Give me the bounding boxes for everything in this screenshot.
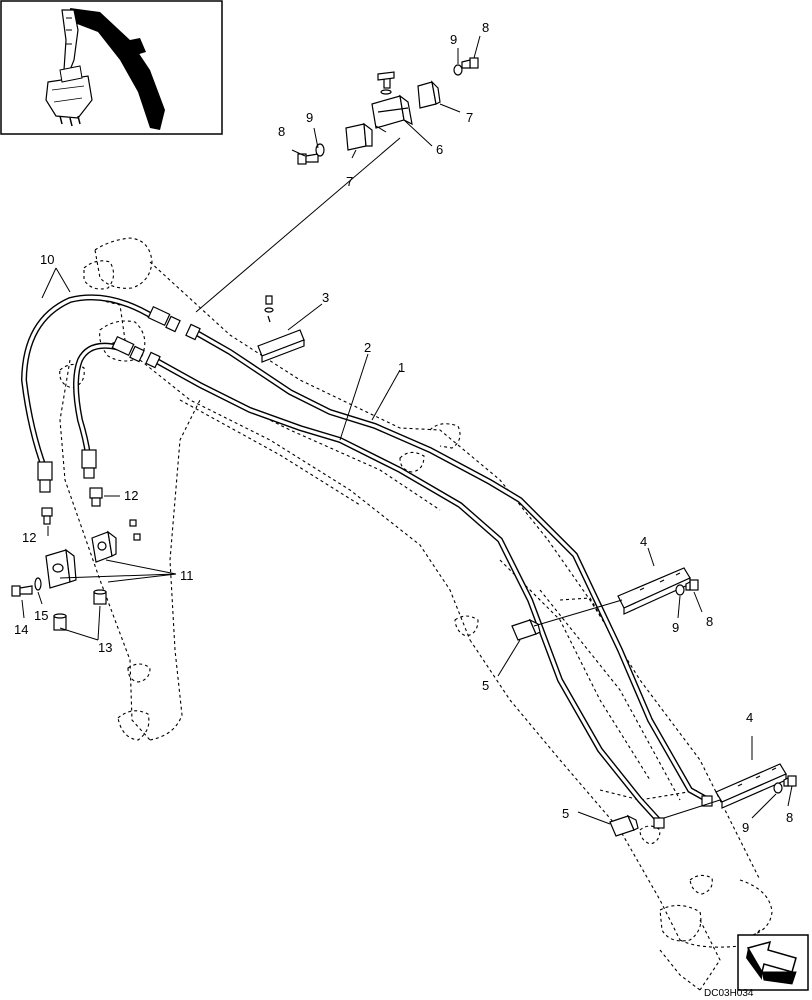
callout-8c: 8 <box>706 614 713 629</box>
washer-9c <box>675 584 685 596</box>
tube-end-fitting <box>701 795 713 807</box>
bulkhead-block-11b <box>91 530 117 563</box>
clamp-half-7a <box>345 122 373 151</box>
callout-11: 11 <box>180 568 194 583</box>
callout-labels: 1 2 3 4 4 5 5 6 7 7 8 8 8 8 9 9 9 9 10 1… <box>14 20 793 835</box>
callout-12b: 12 <box>22 530 36 545</box>
callout-5a: 5 <box>482 678 489 693</box>
excavator-arm-inset-icon <box>0 0 223 135</box>
clamp-half-7b <box>417 80 441 109</box>
callout-8b: 8 <box>482 20 489 35</box>
washer-9d <box>773 782 783 794</box>
callout-2: 2 <box>364 340 371 355</box>
callout-6: 6 <box>436 142 443 157</box>
leader-lines <box>21 35 793 825</box>
cap-13b <box>93 589 107 605</box>
callout-15: 15 <box>34 608 48 623</box>
callout-9c: 9 <box>672 620 679 635</box>
tube-1 <box>192 329 711 803</box>
callout-7b: 7 <box>466 110 473 125</box>
callout-5b: 5 <box>562 806 569 821</box>
callout-9d: 9 <box>742 820 749 835</box>
callout-10: 10 <box>40 252 54 267</box>
callout-13: 13 <box>98 640 112 655</box>
callout-14: 14 <box>14 622 28 637</box>
callout-9b: 9 <box>450 32 457 47</box>
adapter-12a <box>41 507 53 525</box>
small-bolts <box>129 519 141 541</box>
navigation-arrow-icon <box>737 934 809 991</box>
bolt-8b <box>461 57 479 69</box>
callout-7a: 7 <box>346 174 353 189</box>
callout-12a: 12 <box>124 488 138 503</box>
bulkhead-block-11a <box>45 548 77 589</box>
tube-end-fitting <box>653 817 665 829</box>
clamp-5b <box>609 814 639 837</box>
clamp-5a <box>511 618 541 641</box>
bolt-14 <box>11 585 33 597</box>
callout-4b: 4 <box>746 710 753 725</box>
bolt-8a <box>297 153 319 165</box>
callout-1: 1 <box>398 360 405 375</box>
callout-8a: 8 <box>278 124 285 139</box>
clamp-3 <box>257 295 305 363</box>
adapter-12b <box>89 487 103 507</box>
hose-10 <box>20 294 201 493</box>
bolt-8c <box>685 579 699 591</box>
callout-9a: 9 <box>306 110 313 125</box>
cap-13a <box>53 613 67 631</box>
clamp-assembly-6 <box>371 71 413 129</box>
bolt-8d <box>783 775 797 787</box>
callout-8d: 8 <box>786 810 793 825</box>
callout-3: 3 <box>322 290 329 305</box>
washer-9b <box>453 64 463 76</box>
bracket-4a <box>617 567 691 615</box>
washer-15 <box>34 577 42 591</box>
tube-2 <box>152 357 663 825</box>
callout-4a: 4 <box>640 534 647 549</box>
drawing-code: DC03H034 <box>704 988 754 999</box>
boom-outline <box>59 237 773 991</box>
